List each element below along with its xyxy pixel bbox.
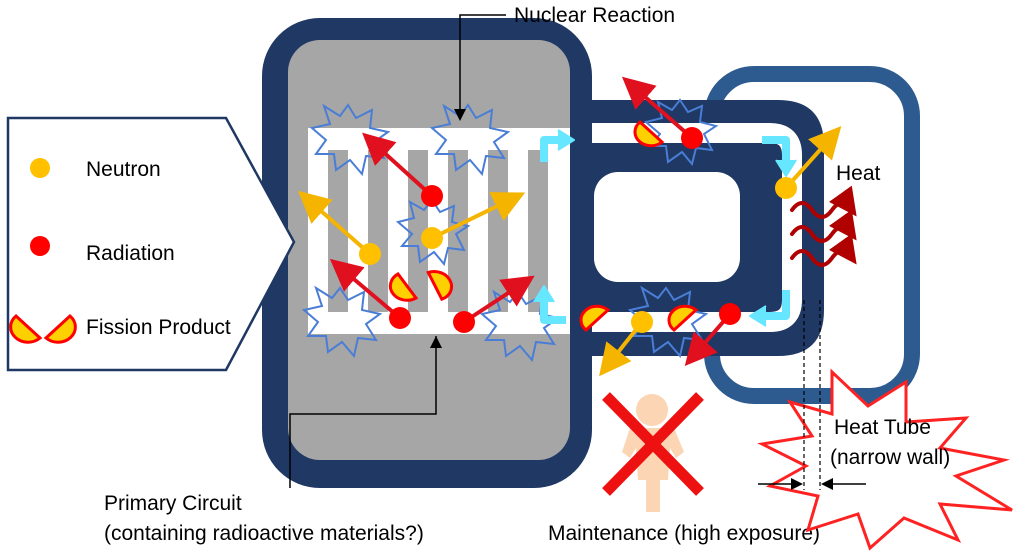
coolant-flow-arrows: [533, 129, 797, 327]
fission-products: [388, 120, 699, 332]
heat-tube-failure-burst: [757, 368, 1013, 551]
primary-circuit-label-line2: (containing radioactive materials?): [104, 522, 424, 545]
wall-thickness-guides: [803, 300, 821, 490]
reaction-bursts: [301, 98, 719, 363]
maintenance-person-icon: [622, 394, 684, 512]
legend: Neutron Radiation Fission Product: [6, 116, 296, 372]
heat-label: Heat: [836, 162, 881, 185]
heat-tube-label-line2: (narrow wall): [830, 446, 950, 469]
heat-waves: [790, 185, 857, 267]
radiation-particles: [389, 127, 741, 333]
nuclear-reaction-callout: Nuclear Reaction: [454, 4, 675, 121]
primary-circuit-callout: Primary Circuit (containing radioactive …: [104, 336, 442, 545]
radiation-arrows: [329, 76, 732, 367]
legend-radiation-label: Radiation: [86, 242, 175, 265]
primary-circuit-label-line1: Primary Circuit: [104, 492, 242, 515]
legend-neutron-icon: [30, 158, 50, 178]
primary-loop: [560, 100, 824, 356]
neutron-particles: [359, 177, 797, 333]
nuclear-reaction-label: Nuclear Reaction: [514, 4, 675, 27]
legend-callout-box: [6, 116, 296, 372]
legend-radiation-icon: [30, 236, 50, 256]
no-access-cross-icon: [602, 392, 704, 496]
legend-neutron-label: Neutron: [86, 158, 161, 181]
heat-tube-label-line1: Heat Tube: [834, 416, 931, 439]
legend-fission-product-label: Fission Product: [86, 316, 231, 339]
maintenance-label: Maintenance (high exposure): [548, 522, 820, 545]
legend-fission-product-icon: [9, 314, 77, 344]
